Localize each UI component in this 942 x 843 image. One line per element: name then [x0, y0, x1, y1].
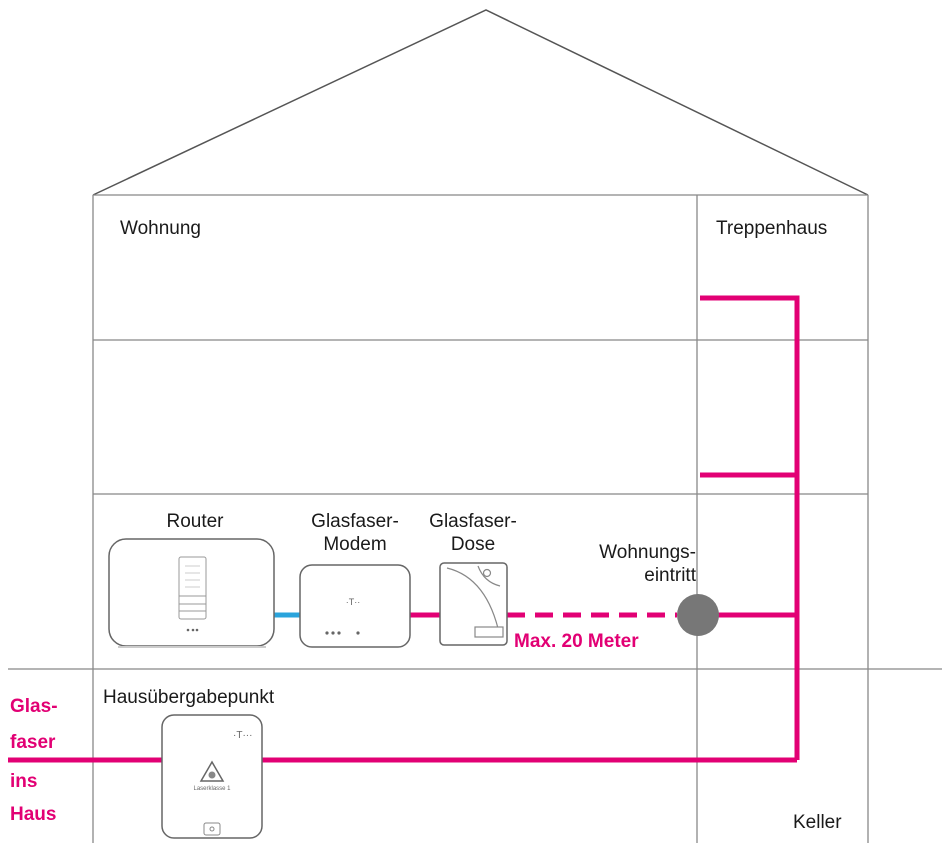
room-label-treppenhaus: Treppenhaus [716, 218, 828, 239]
huep-brand: ·T··· [233, 730, 253, 741]
modem-icon [299, 564, 411, 648]
entry-label-line1: Wohnungs- [599, 542, 696, 563]
router-label: Router [166, 511, 224, 532]
dose-label-line2: Dose [450, 534, 496, 555]
fiber-riser [700, 295, 800, 760]
fiber-socket-icon [439, 562, 508, 646]
max-distance-label: Max. 20 Meter [514, 631, 639, 652]
laser-class-label: Laserklasse 1 [193, 786, 231, 792]
glasfaser-label-line3: ins [10, 771, 38, 792]
glasfaser-label-line4: Haus [10, 804, 57, 825]
glasfaser-label-line1: Glas- [10, 696, 58, 717]
modem-brand: ·T·· [345, 597, 361, 607]
dose-label-line1: Glasfaser- [429, 511, 517, 532]
modem-label-line2: Modem [323, 534, 387, 555]
glasfaser-label-line2: faser [10, 732, 56, 753]
roof-outline [92, 9, 869, 196]
room-label-keller: Keller [793, 812, 842, 833]
huep-device-icon [161, 714, 263, 839]
entry-point-icon [677, 594, 719, 636]
router-icon [108, 538, 275, 648]
room-label-wohnung: Wohnung [120, 218, 201, 239]
entry-label-line2: eintritt [644, 565, 696, 586]
huep-label: Hausübergabepunkt [103, 687, 275, 708]
modem-label-line1: Glasfaser- [311, 511, 399, 532]
